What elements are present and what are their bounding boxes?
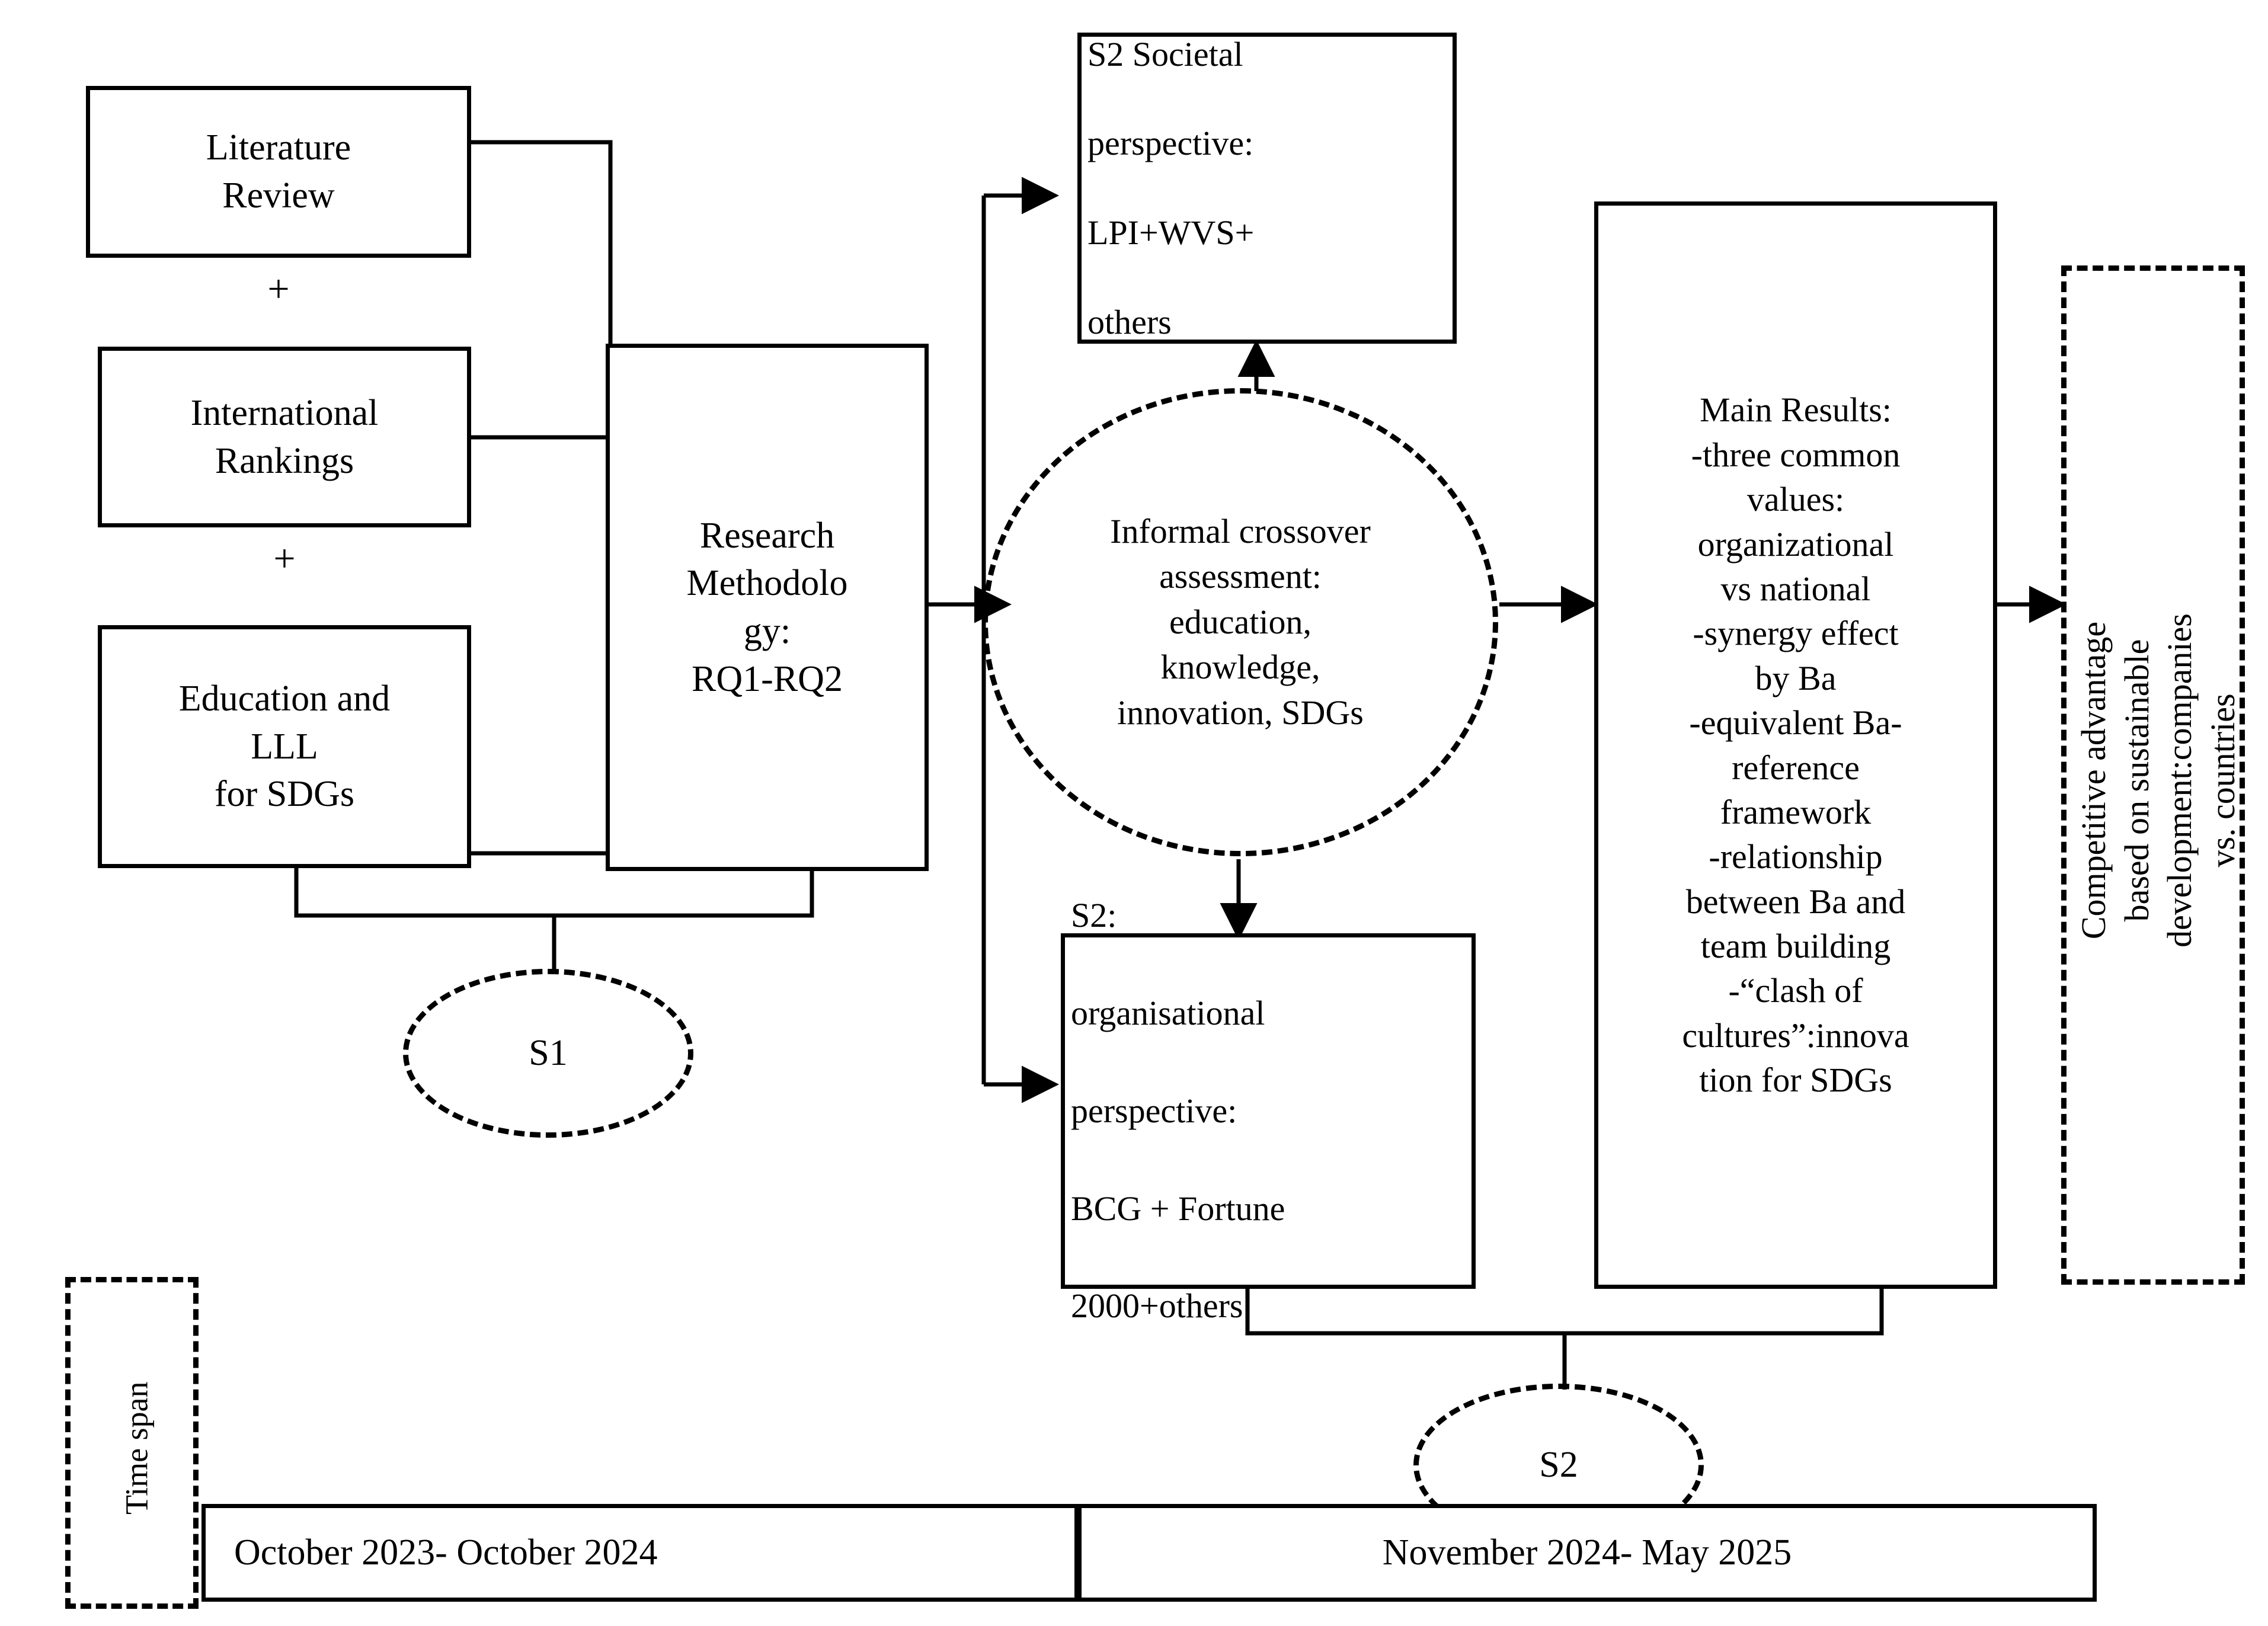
timeline-period-2-label: November 2024- May 2025: [1382, 1532, 1792, 1573]
international-rankings-box[interactable]: International Rankings: [98, 347, 471, 527]
informal-crossover-ellipse[interactable]: Informal crossover assessment: education…: [983, 388, 1498, 856]
literature-review-label: Literature Review: [206, 127, 351, 216]
plus-sign-2: +: [273, 537, 296, 580]
time-span-text-wrap: Time span: [71, 1282, 204, 1614]
organisational-line-4: BCG + Fortune: [1071, 1189, 1285, 1228]
societal-line-4: others: [1087, 302, 1172, 341]
organisational-line-1: S2:: [1071, 896, 1117, 935]
organisational-line-5: 2000+others: [1071, 1286, 1243, 1326]
time-span-dashed-box[interactable]: Time span: [65, 1277, 199, 1609]
organisational-line-2: organisational: [1071, 994, 1265, 1033]
education-lll-box[interactable]: Education and LLL for SDGs: [98, 625, 471, 868]
s1-bracket-connector: [294, 868, 814, 972]
timeline-period-1[interactable]: October 2023- October 2024: [201, 1504, 1079, 1602]
organisational-perspective-box[interactable]: S2: organisational perspective: BCG + Fo…: [1061, 896, 1476, 1325]
timeline-period-1-label: October 2023- October 2024: [234, 1532, 658, 1573]
outcome-dashed-box[interactable]: Competitive advantage based on sustainab…: [2061, 265, 2245, 1285]
societal-line-1: S2 Societal: [1087, 34, 1243, 73]
s1-marker-label: S1: [529, 1033, 568, 1073]
literature-review-box[interactable]: Literature Review: [86, 86, 471, 258]
plus-sign-1: +: [267, 267, 290, 311]
s1-marker-ellipse[interactable]: S1: [403, 969, 693, 1138]
research-methodology-label: Research Methodolo gy: RQ1-RQ2: [686, 515, 848, 699]
societal-line-2: perspective:: [1087, 124, 1254, 163]
main-results-label: Main Results: -three common values: orga…: [1682, 391, 1909, 1100]
informal-crossover-label: Informal crossover assessment: education…: [1110, 511, 1371, 732]
research-methodology-box[interactable]: Research Methodolo gy: RQ1-RQ2: [606, 344, 929, 871]
outcome-label: Competitive advantage based on sustainab…: [2074, 613, 2242, 948]
societal-line-3: LPI+WVS+: [1087, 213, 1255, 252]
s2-marker-label: S2: [1539, 1445, 1578, 1485]
education-lll-label: Education and LLL for SDGs: [178, 678, 391, 815]
societal-perspective-box[interactable]: S2 Societal perspective: LPI+WVS+ others: [1077, 33, 1457, 344]
main-results-box[interactable]: Main Results: -three common values: orga…: [1594, 201, 1997, 1289]
time-span-label: Time span: [119, 1381, 155, 1515]
organisational-line-3: perspective:: [1071, 1091, 1237, 1130]
timeline-period-2[interactable]: November 2024- May 2025: [1077, 1504, 2097, 1602]
international-rankings-label: International Rankings: [190, 392, 379, 481]
outcome-text-wrap: Competitive advantage based on sustainab…: [2067, 271, 2250, 1290]
